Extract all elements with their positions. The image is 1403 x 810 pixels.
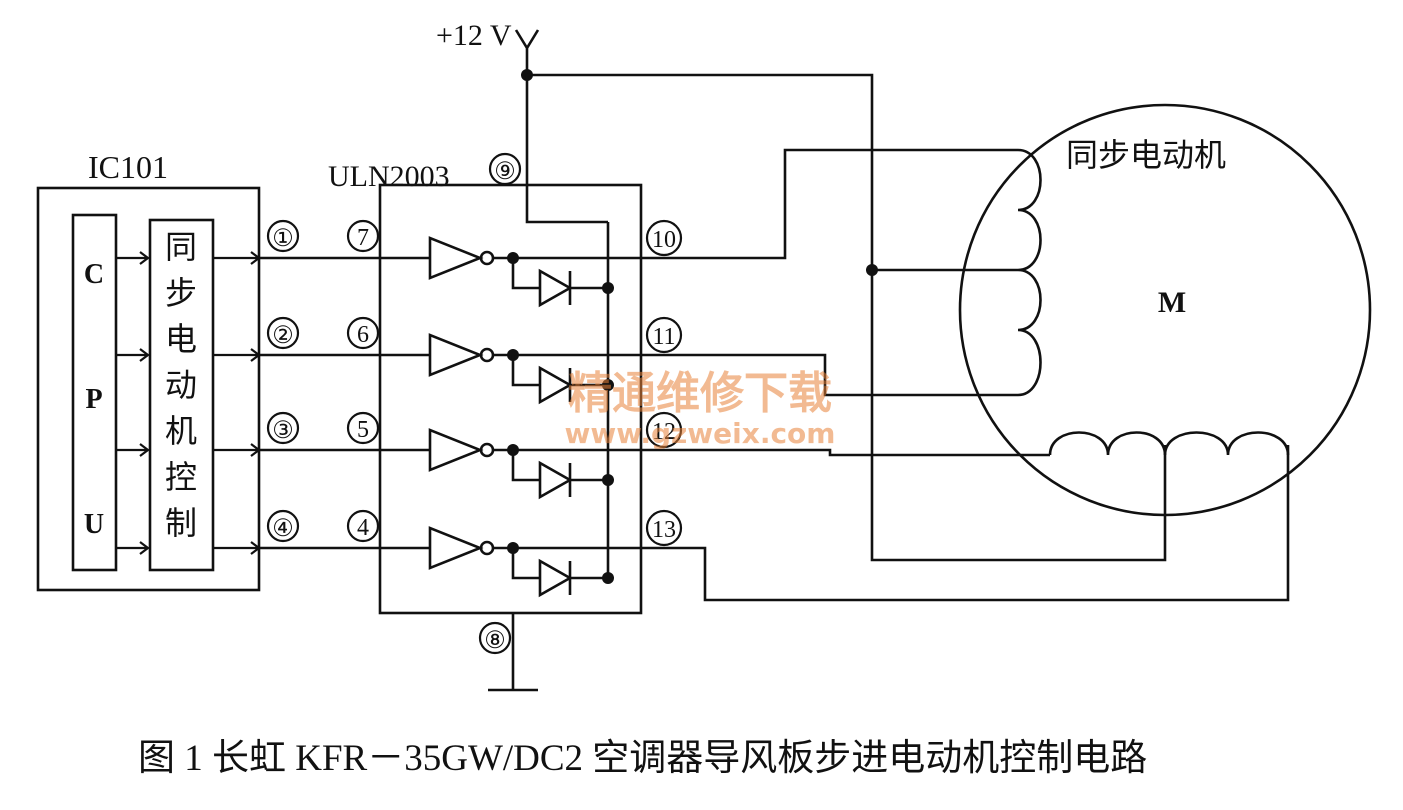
- figure-caption: 图 1 长虹 KFR－35GW/DC2 空调器导风板步进电动机控制电路: [138, 737, 1147, 779]
- cpu-letter-u: U: [84, 509, 104, 540]
- uln-out-pin-1-circle: [645, 219, 683, 257]
- out11-wire: [641, 353, 1018, 397]
- out10-wire: [641, 148, 1018, 260]
- uln-pin9-label: ⑨: [494, 159, 516, 185]
- ic101-block: IC101 C P U 同步电动机控制: [36, 149, 261, 592]
- uln-in-pin-3-label: 5: [357, 417, 369, 443]
- watermark: 精通维修下载 www.gzweix.com: [565, 368, 836, 450]
- ic101-pin-1-circle: [266, 219, 300, 253]
- uln-out-pin-3-label: 12: [652, 419, 676, 445]
- watermark-line2: www.gzweix.com: [565, 417, 836, 450]
- uln-out-pin-4-circle: [645, 509, 683, 547]
- ic101-pin-4-label: ④: [272, 516, 294, 542]
- diode-lead-a-2: [511, 355, 540, 387]
- uln-out-pin-1-label: 10: [652, 227, 676, 253]
- inverter-1: [428, 236, 484, 280]
- diode-lead-a-1: [511, 258, 540, 290]
- uln-outline: [378, 183, 643, 615]
- vcc-to-pin9: [525, 75, 608, 224]
- uln-out-pin-2-label: 11: [652, 324, 675, 350]
- diode-3: [538, 460, 573, 500]
- diode-lead-a-3: [511, 450, 540, 482]
- uln-out-pin-2-circle: [645, 316, 683, 354]
- uln-in-pin-2-label: 6: [357, 322, 369, 348]
- output-wiring: [641, 148, 1290, 602]
- motor-title: 同步电动机: [1066, 137, 1226, 173]
- supply-label: +12 V: [436, 19, 512, 52]
- com-node-1: [602, 282, 614, 294]
- cpu-box: [71, 213, 118, 572]
- uln-in-pin-1-circle: [346, 219, 380, 253]
- com-node-3: [602, 474, 614, 486]
- out12-wire: [641, 448, 1050, 457]
- ic101-pin-2-circle: [266, 316, 300, 350]
- motor-control-box: [148, 218, 215, 572]
- ic101-label: IC101: [88, 149, 168, 185]
- uln-label: ULN2003: [328, 160, 450, 193]
- horizontal-coil: [1048, 431, 1290, 456]
- diode-lead-a-4: [511, 548, 540, 580]
- cpu-arrow-2: [116, 348, 150, 362]
- motor: 同步电动机 M: [958, 103, 1372, 517]
- ctrl-arrow-3: [213, 443, 261, 457]
- diode-4: [538, 558, 573, 598]
- uln-in-pin-3-circle: [346, 411, 380, 445]
- ctrl-arrow-1: [213, 251, 261, 265]
- ctrl-arrow-2: [213, 348, 261, 362]
- uln-out-pin-3-circle: [645, 411, 683, 449]
- uln-in-pin-4-circle: [346, 509, 380, 543]
- out13-wire: [641, 445, 1290, 602]
- cpu-letter-p: P: [85, 384, 102, 415]
- ctrl-arrow-4: [213, 541, 261, 555]
- cpu-arrow-4: [116, 541, 150, 555]
- com-node-2: [602, 379, 614, 391]
- uln-in-pin-4-label: 4: [357, 515, 369, 541]
- uln-in-pin-2-circle: [346, 316, 380, 350]
- cpu-arrow-1: [116, 251, 150, 265]
- inverter-4: [428, 526, 484, 570]
- motor-common-wire: [527, 73, 1167, 562]
- supply-rail: +12 V: [436, 19, 1167, 562]
- com-node-4: [602, 572, 614, 584]
- motor-control-label: 同步电动机控制: [165, 229, 197, 541]
- motor-symbol: M: [1158, 286, 1186, 319]
- uln2003-block: ULN2003 ⑨ ⑧: [328, 152, 643, 692]
- cpu-letter-c: C: [84, 259, 104, 290]
- diode-2: [538, 365, 573, 405]
- inverter-2: [428, 333, 484, 377]
- ic101-pin-4-circle: [266, 509, 300, 543]
- inverter-3: [428, 428, 484, 472]
- uln-out-pin-4-label: 13: [652, 517, 676, 543]
- motor-housing: [958, 103, 1372, 517]
- diode-1: [538, 268, 573, 308]
- ic101-pin-1-label: ①: [272, 226, 294, 252]
- watermark-line1: 精通维修下载: [568, 368, 832, 419]
- ic101-pin-3-label: ③: [272, 418, 294, 444]
- uln-pin8-circle: [478, 621, 512, 655]
- ic101-pin-3-circle: [266, 411, 300, 445]
- uln-in-pin-1-label: 7: [357, 225, 369, 251]
- driver-channels: ① 7 10 ② 6 11 ③ 5 12 ④ 4 13: [116, 219, 683, 598]
- ic101-outline: [36, 186, 261, 592]
- uln-pin8-label: ⑧: [484, 628, 506, 654]
- ic101-pin-2-label: ②: [272, 323, 294, 349]
- vertical-coil: [1017, 148, 1042, 397]
- ground-symbol: [488, 613, 538, 692]
- cpu-arrow-3: [116, 443, 150, 457]
